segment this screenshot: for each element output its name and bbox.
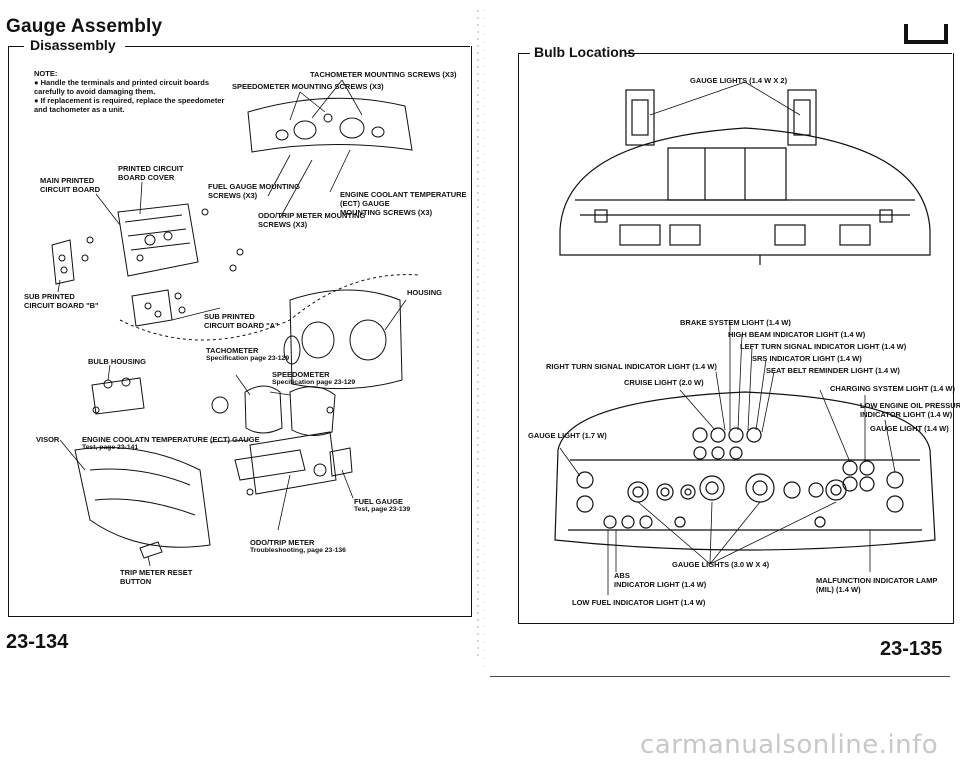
section-heading-disassembly: Disassembly <box>30 37 116 53</box>
label-charging-system-light: CHARGING SYSTEM LIGHT (1.4 W) <box>830 384 956 393</box>
bulb-locations-diagram <box>554 81 936 595</box>
label-gauge-light-right: GAUGE LIGHT (1.4 W) <box>870 424 949 433</box>
label-bulb-housing: BULB HOUSING <box>88 357 146 366</box>
section-rule-right <box>626 53 952 54</box>
page-number-left: 23-134 <box>6 631 69 653</box>
label-housing: HOUSING <box>407 288 443 297</box>
label-gauge-light-left: GAUGE LIGHT (1.7 W) <box>528 431 607 440</box>
note-block: NOTE: ● Handle the terminals and printed… <box>34 69 234 114</box>
label-odo-trip-meter: ODO/TRIP METER Troubleshooting, page 23-… <box>250 538 346 554</box>
right-page-frame <box>518 53 954 624</box>
label-cruise-light: CRUISE LIGHT (2.0 W) <box>624 378 704 387</box>
label-fuel-gauge: FUEL GAUGE Test, page 23-139 <box>354 497 411 513</box>
label-high-beam-indicator: HIGH BEAM INDICATOR LIGHT (1.4 W) <box>728 330 866 339</box>
section-heading-bulb-locations: Bulb Locations <box>534 44 636 60</box>
label-speedo-mounting-screws: SPEEDOMETER MOUNTING SCREWS (x3) <box>232 82 384 91</box>
section-tab-marker <box>904 24 948 44</box>
footer-rule <box>490 676 950 677</box>
label-ect-gauge: ENGINE COOLATN TEMPERATURE (ECT) GAUGE T… <box>82 435 260 451</box>
label-tach-mounting-screws: TACHOMETER MOUNTING SCREWS (x3) <box>310 70 457 79</box>
section-rule-left <box>125 46 470 47</box>
left-page-frame <box>8 46 472 617</box>
page-number-right: 23-135 <box>880 638 943 660</box>
label-gauge-lights-top: GAUGE LIGHTS (1.4 W X 2) <box>690 76 788 85</box>
label-seat-belt-reminder: SEAT BELT REMINDER LIGHT (1.4 W) <box>766 366 900 375</box>
watermark: carmanualsonline.info <box>640 730 939 760</box>
disassembly-diagram <box>51 79 421 567</box>
note-bullet-2: ● If replacement is required, replace th… <box>34 96 225 114</box>
note-bullet-1: ● Handle the terminals and printed circu… <box>34 78 209 96</box>
label-mil: MALFUNCTION INDICATOR LAMP(MIL) (1.4 W) <box>816 576 938 594</box>
label-srs-indicator: SRS INDICATOR LIGHT (1.4 W) <box>752 354 862 363</box>
label-speedometer: SPEEDOMETER Specification page 23-129 <box>272 370 356 386</box>
label-low-fuel-indicator: LOW FUEL INDICATOR LIGHT (1.4 W) <box>572 598 706 607</box>
right-frame-top-stub <box>518 53 530 54</box>
label-right-turn-indicator: RIGHT TURN SIGNAL INDICATOR LIGHT (1.4 W… <box>546 362 717 371</box>
label-tachometer: TACHOMETER Specification page 23-129 <box>206 346 290 362</box>
left-frame-top-stub <box>8 46 24 47</box>
page-title: Gauge Assembly <box>6 16 163 37</box>
note-heading: NOTE: <box>34 69 58 78</box>
label-visor: VISOR <box>36 435 60 444</box>
label-brake-system-light: BRAKE SYSTEM LIGHT (1.4 W) <box>680 318 791 327</box>
label-left-turn-indicator: LEFT TURN SIGNAL INDICATOR LIGHT (1.4 W) <box>740 342 907 351</box>
label-gauge-lights-bottom: GAUGE LIGHTS (3.0 W x 4) <box>672 560 770 569</box>
binding-gutter <box>477 10 485 670</box>
